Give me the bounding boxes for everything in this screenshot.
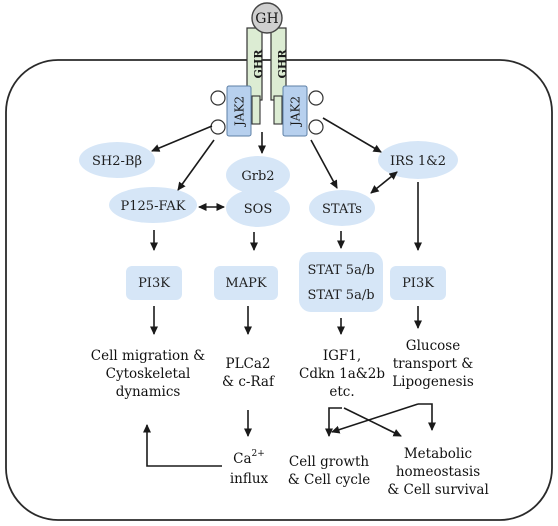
glucose-line3: Lipogenesis (392, 374, 474, 390)
mapk-node (214, 266, 278, 300)
metabolic-line3: & Cell survival (387, 482, 489, 498)
arrow-igf1-to-growth (325, 407, 342, 437)
arrow-stats-irs-bidirectional (370, 171, 398, 194)
phospho-site-left-bottom (210, 119, 226, 135)
pi3k-right-label: PI3K (402, 276, 434, 291)
gh-label: GH (255, 11, 278, 27)
p125-fak-label: P125-FAK (121, 199, 186, 214)
ca-superscript: 2+ (252, 449, 265, 459)
sos-label: SOS (244, 202, 272, 217)
cell-growth-line2: & Cell cycle (288, 472, 371, 488)
arrow-jak-to-irs (322, 117, 382, 153)
igf1-line1: IGF1, (323, 348, 361, 364)
igf1-line2: Cdkn 1a&2b (299, 366, 385, 382)
metabolic-line2: homeostasis (396, 464, 480, 480)
stat5-bottom-label: STAT 5a/b (307, 288, 374, 303)
cell-migration-line2: Cytoskeletal (106, 366, 191, 382)
stat5-top-label: STAT 5a/b (307, 263, 374, 278)
phospho-site-right-bottom (308, 119, 324, 135)
sos-node (226, 189, 290, 227)
glucose-line1: Glucose (406, 338, 460, 354)
cell-migration-line1: Cell migration & (91, 348, 205, 364)
jak2-right (282, 85, 308, 137)
phospho-site-left-top (210, 90, 226, 106)
arrow-glucose-to-growth (331, 403, 419, 434)
pi3k-left-label: PI3K (138, 276, 170, 291)
arrow-jak-to-stats (310, 139, 338, 189)
irs-node (378, 141, 458, 179)
jak2-left-label: JAK2 (233, 96, 247, 128)
igf1-line3: etc. (329, 384, 354, 400)
ghr-left-lower (251, 95, 261, 125)
ca-influx-line1: Ca2+ (233, 449, 265, 467)
arrow-jak-to-p125 (177, 139, 215, 191)
ca-influx-line2: influx (230, 471, 269, 487)
arrow-glucose-to-metabolic (418, 403, 436, 431)
grb2-node (226, 156, 290, 194)
arrow-ca-to-migration (143, 424, 222, 467)
arrow-jak-to-sh2 (151, 125, 213, 152)
ghr-right-label: GHR (276, 49, 289, 79)
ca-base: Ca (233, 451, 251, 467)
ghr-right-lower (273, 95, 283, 125)
sh2-node (79, 142, 155, 178)
stats-label: STATs (322, 202, 362, 217)
gh-ligand (251, 2, 283, 34)
plca2-line2: & c-Raf (222, 374, 275, 390)
phospho-site-right-top (308, 90, 324, 106)
mapk-label: MAPK (225, 276, 266, 291)
jak2-left (226, 85, 252, 137)
glucose-line2: transport & (393, 356, 474, 372)
p125-fak-node (109, 187, 197, 223)
cell-growth-line1: Cell growth (289, 454, 369, 470)
plca2-line1: PLCa2 (225, 356, 270, 372)
pi3k-left-node (126, 266, 182, 300)
arrow-igf1-to-metabolic (343, 407, 402, 437)
jak2-right-label: JAK2 (289, 96, 303, 128)
stat5-node (299, 252, 383, 312)
metabolic-line1: Metabolic (404, 446, 472, 462)
stats-node (309, 190, 375, 226)
irs-label: IRS 1&2 (390, 154, 446, 169)
grb2-label: Grb2 (241, 169, 274, 184)
pi3k-right-node (390, 266, 446, 300)
cell-migration-line3: dynamics (116, 384, 181, 400)
ghr-left-label: GHR (252, 49, 265, 79)
sh2-label: SH2-Bβ (92, 154, 142, 169)
